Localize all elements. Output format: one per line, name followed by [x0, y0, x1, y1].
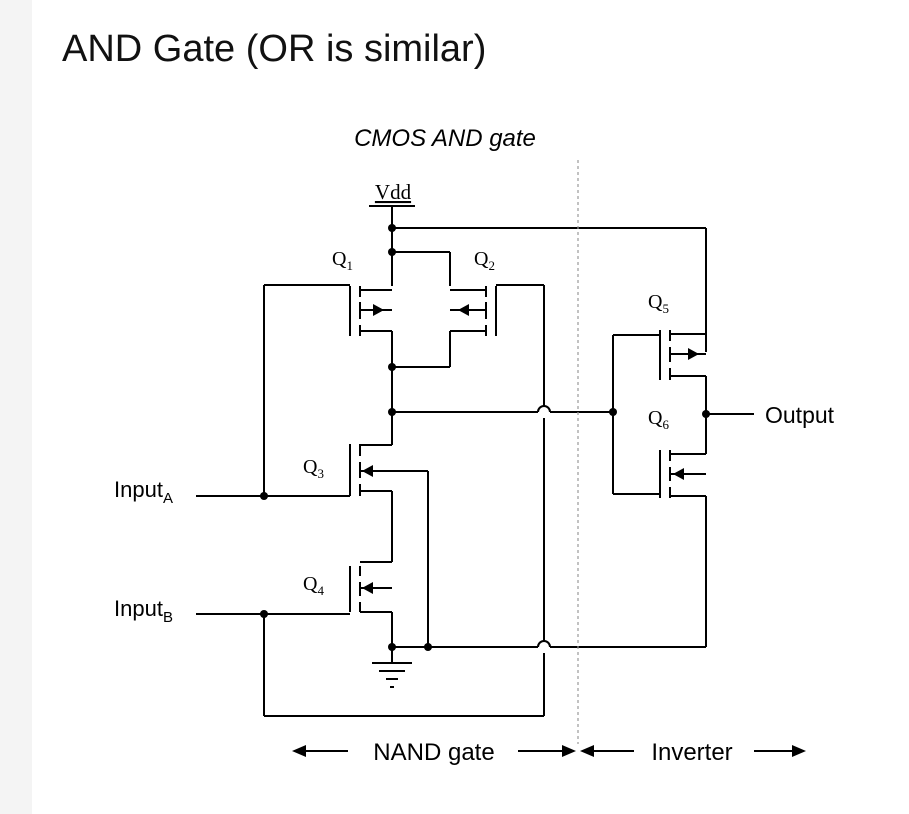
- inverter-output-wire: [705, 376, 754, 454]
- input-b-wire: [196, 284, 545, 717]
- nand-span-arrows: [292, 745, 576, 757]
- output-label: Output: [765, 402, 835, 428]
- input-b-label: InputB: [114, 596, 173, 626]
- inverter-section-label: Inverter: [651, 739, 732, 766]
- input-a-wire: [196, 284, 350, 497]
- transistor-q6: [659, 450, 706, 498]
- label-q1: Q1: [332, 248, 353, 273]
- input-a-label: InputA: [114, 477, 173, 507]
- label-q3: Q3: [303, 456, 324, 481]
- transistor-q2: [450, 286, 497, 336]
- vdd-rail: [369, 205, 707, 352]
- transistor-q4: [349, 561, 393, 663]
- transistor-q5: [659, 330, 706, 380]
- ground-icon: [372, 662, 412, 688]
- transistor-q1: [349, 286, 392, 336]
- label-q6: Q6: [648, 407, 669, 432]
- slide-card: [32, 0, 909, 814]
- nand-section-label: NAND gate: [373, 739, 494, 766]
- inverter-span-arrows: [580, 745, 806, 757]
- label-q4: Q4: [303, 573, 324, 598]
- label-q2: Q2: [474, 248, 495, 273]
- slide-title: AND Gate (OR is similar): [62, 28, 487, 70]
- nand-output-node: [391, 331, 613, 445]
- vdd-label: Vdd: [375, 180, 412, 204]
- junction-dots: [260, 224, 710, 651]
- label-q5: Q5: [648, 291, 669, 316]
- ground-rail: [392, 471, 707, 648]
- transistor-q3: [349, 444, 428, 562]
- diagram-title: CMOS AND gate: [354, 125, 536, 152]
